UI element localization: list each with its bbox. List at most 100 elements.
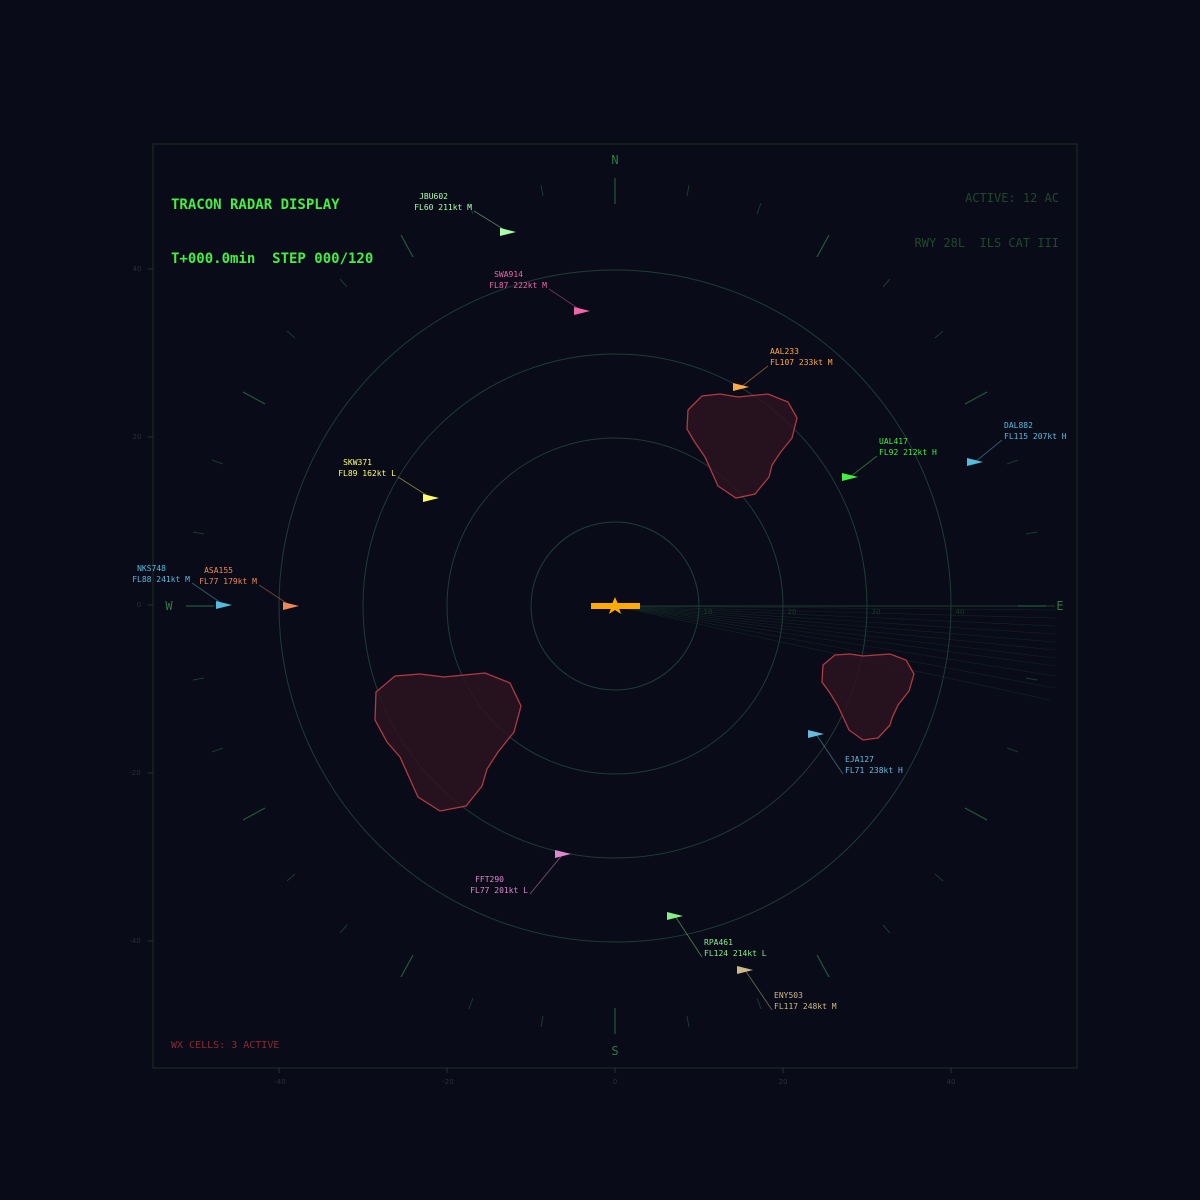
flight-info: FL77 201kt L (470, 886, 528, 895)
compass-minor-ticks (192, 184, 1038, 1028)
flight-info: FL60 211kt M (414, 203, 472, 212)
axis-ticks (148, 268, 952, 1073)
leader-line (849, 455, 878, 478)
compass-ticks (186, 178, 1046, 1034)
x-tick-label: -40 (274, 1078, 286, 1086)
aircraft-symbol-icon[interactable] (555, 850, 571, 858)
aircraft-target[interactable] (967, 439, 1003, 466)
ring-label-10: 10 (703, 608, 713, 616)
flight-info: FL92 212kt H (879, 448, 937, 457)
callsign: FFT290 (475, 875, 504, 884)
ring-label-30: 30 (871, 608, 881, 616)
aircraft-layer (191, 210, 1003, 1011)
callsign: JBU602 (419, 192, 448, 201)
y-tick-label: -20 (129, 769, 141, 777)
callsign: SWA914 (494, 270, 523, 279)
aircraft-symbol-icon[interactable] (842, 473, 858, 481)
leader-line (397, 476, 432, 499)
weather-cell (686, 393, 798, 499)
aircraft-target[interactable] (397, 476, 439, 502)
flight-info: FL115 207kt H (1004, 432, 1067, 441)
flight-info: FL117 248kt M (774, 1002, 837, 1011)
active-count: ACTIVE: 12 AC (965, 191, 1059, 205)
callsign: AAL233 (770, 347, 799, 356)
flight-info: FL88 241kt M (132, 575, 190, 584)
y-tick-label: 20 (132, 433, 142, 441)
ring-label-20: 20 (787, 608, 797, 616)
flight-info: FL77 179kt M (199, 577, 257, 586)
aircraft-target[interactable] (842, 455, 878, 481)
aircraft-target[interactable] (548, 288, 590, 315)
leader-line (473, 210, 509, 233)
callsign: EJA127 (845, 755, 874, 764)
leader-line (740, 365, 769, 388)
time-step: T+000.0min STEP 000/120 (171, 251, 374, 267)
aircraft-symbol-icon[interactable] (216, 601, 232, 609)
wx-cells-status: WX CELLS: 3 ACTIVE (171, 1040, 280, 1051)
leader-line (191, 582, 225, 606)
callsign: UAL417 (879, 437, 908, 446)
flight-info: FL87 222kt M (489, 281, 547, 290)
x-tick-label: -20 (442, 1078, 454, 1086)
ring-label-40: 40 (955, 608, 965, 616)
flight-info: FL124 214kt L (704, 949, 767, 958)
callsign: ENY503 (774, 991, 803, 1000)
aircraft-symbol-icon[interactable] (574, 307, 590, 315)
weather-cells (374, 393, 915, 812)
leader-line (258, 584, 292, 607)
compass-east: E (1056, 599, 1064, 613)
weather-cell (374, 672, 522, 812)
compass-west: W (165, 599, 173, 613)
flight-info: FL89 162kt L (338, 469, 396, 478)
aircraft-symbol-icon[interactable] (733, 383, 749, 391)
aircraft-target[interactable] (529, 850, 571, 895)
weather-cell (821, 653, 915, 741)
aircraft-target[interactable] (667, 912, 703, 958)
leader-line (974, 439, 1003, 463)
aircraft-target[interactable] (808, 730, 844, 775)
aircraft-symbol-icon[interactable] (500, 228, 516, 236)
y-tick-label: 0 (136, 601, 142, 609)
aircraft-symbol-icon[interactable] (283, 602, 299, 610)
callsign: RPA461 (704, 938, 733, 947)
aircraft-target[interactable] (258, 584, 299, 610)
x-tick-label: 40 (946, 1078, 956, 1086)
radar-sweep (614, 605, 1056, 701)
aircraft-target[interactable] (473, 210, 516, 236)
leader-line (815, 733, 844, 775)
leader-line (674, 915, 703, 958)
airport-marker[interactable] (591, 597, 640, 614)
aircraft-symbol-icon[interactable] (423, 494, 439, 502)
aircraft-target[interactable] (733, 365, 769, 391)
aircraft-symbol-icon[interactable] (967, 458, 983, 466)
status-block: ACTIVE: 12 AC RWY 28L ILS CAT III (915, 161, 1060, 266)
leader-line (529, 853, 564, 895)
compass-north: N (611, 153, 619, 167)
aircraft-symbol-icon[interactable] (808, 730, 824, 738)
display-title-block: TRACON RADAR DISPLAY T+000.0min STEP 000… (171, 160, 373, 286)
compass-south: S (611, 1044, 619, 1058)
leader-line (548, 288, 583, 312)
flight-info: FL107 233kt M (770, 358, 833, 367)
aircraft-symbol-icon[interactable] (737, 966, 753, 974)
aircraft-symbol-icon[interactable] (667, 912, 683, 920)
callsign: SKW371 (343, 458, 372, 467)
aircraft-target[interactable] (191, 582, 232, 609)
aircraft-target[interactable] (737, 966, 773, 1011)
y-tick-label: 40 (132, 265, 142, 273)
x-tick-label: 0 (612, 1078, 618, 1086)
callsign: NKS748 (137, 564, 166, 573)
